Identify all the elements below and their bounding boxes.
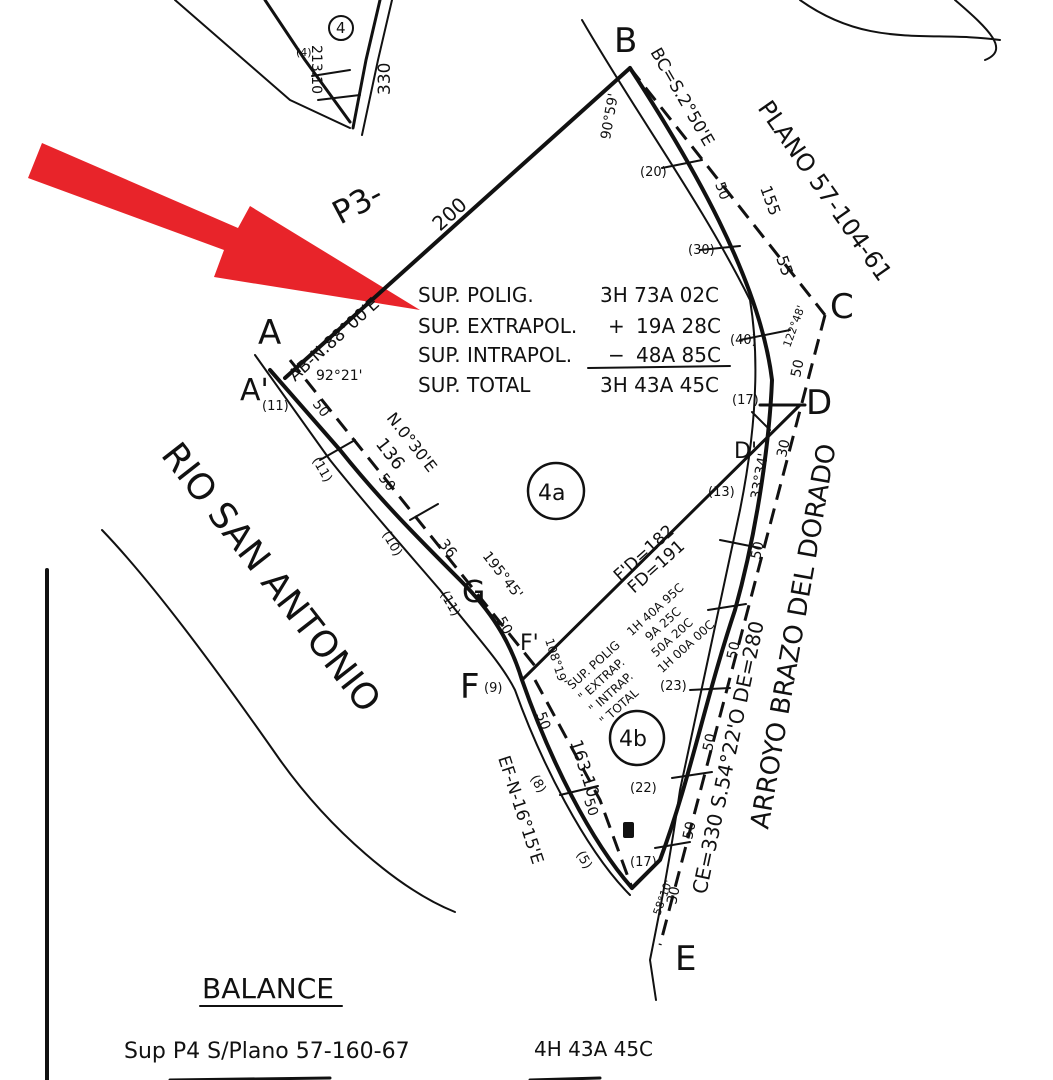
sup-polig-value: 3H 73A 02C [600,283,719,307]
dim-50-c: 50 [493,614,516,637]
summary-4b: SUP. POLIG 1H 40A 95C " EXTRAP. 9A 25C "… [565,581,718,728]
lot-4-strip [174,0,393,136]
dim-50-k: 50 [680,820,699,841]
lot-4-circle [328,15,354,41]
angle-9059: 90°59' [598,92,622,141]
dim-50-d: 50 [532,710,553,732]
sup-extrapol-label: SUP. EXTRAPOL. [418,314,577,338]
point-f: F [460,667,480,707]
parcel-17: (17) [732,393,759,408]
river-label: RIO SAN ANTONIO [153,435,388,720]
line-bank-right-2 [581,19,757,1001]
point-a-prime: A' [240,373,269,408]
lot-4a-label: 4a [538,481,565,506]
parcel-23: (23) [660,679,687,694]
sup-intrapol-value: 48A 85C [636,343,721,367]
summary-4a: SUP. POLIG. 3H 73A 02C SUP. EXTRAPOL. + … [418,283,731,397]
bearing-ef: EF-N-16°15'E [493,753,547,866]
point-a: A [258,313,281,353]
point-f-prime: F' [520,631,539,656]
p3-label: P3- [326,174,389,232]
sup-extrapol-value: 19A 28C [636,314,721,338]
angle-1224: 122°48' [781,304,808,349]
parcel-40: (40) [730,333,757,348]
sup-intrapol-label: SUP. INTRAPOL. [418,343,572,367]
point-e: E [675,939,696,979]
parcel-13: (13) [708,485,735,500]
line-b-c-dashed [628,67,827,316]
river-bank-upper [101,529,456,913]
angle-9221: 92°21' [316,368,362,384]
dim-213: 213.10 [308,45,324,94]
parcel-20: (20) [640,165,667,180]
line-fe-dashed [533,679,634,889]
point-g: G [462,575,485,610]
map-edge-right [954,0,998,61]
dim-50-b: 50 [375,471,399,495]
parcel-30: (30) [688,243,715,258]
dim-50-j: 50 [700,732,719,753]
parcel-5: (5) [573,849,595,872]
dim-330-top: 330 [375,63,395,95]
angle-19545: 195°45' [479,549,526,602]
parcel-11b: (11) [309,455,335,486]
dim-30: 30 [774,438,793,459]
line-bank-left-2 [254,354,631,896]
dim-50-e: 50 [580,796,601,818]
lot-4b-circle [608,709,666,767]
dim-30-b: 30 [664,885,683,906]
balance-title: BALANCE [202,972,334,1005]
line-ab [283,66,632,380]
parcel-9: (9) [484,681,502,696]
point-b: B [614,21,637,61]
sum-line [587,365,731,369]
dim-50-h: 50 [748,540,767,561]
point-c: C [830,287,854,327]
river-bank-upper-2 [799,0,1001,41]
line-bank-left [268,368,634,890]
dim-200: 200 [427,192,471,235]
parcel-17b: (17) [630,855,657,870]
sup-total-value: 3H 43A 45C [600,373,719,397]
line-c-e-dashed [658,314,827,946]
lot-4-label: 4 [336,19,346,37]
lot-4b-label: 4b [619,727,647,752]
red-arrow-icon [28,143,420,310]
marker-square [623,822,634,838]
parcel-22: (22) [630,781,657,796]
balance-row-value: 4H 43A 45C [534,1037,653,1061]
parcel-8: (8) [527,773,549,796]
dim-50-g: 50 [788,358,807,379]
sup-total-label: SUP. TOTAL [418,373,531,397]
point-d: D [806,383,832,423]
parcel-4: (4) [296,46,312,59]
dim-155: 155 [756,183,784,218]
sup-extrapol-sign: + [608,314,625,338]
dim-50-f: 50 [711,180,732,202]
line-ad-dashed [288,359,537,667]
tick-marks [319,159,791,849]
angle-3334: 33°34' [748,452,772,501]
lot-4a-circle [526,461,586,521]
sup-intrapol-sign: − [608,343,625,367]
point-d-prime: D' [734,439,757,464]
angle-10819: 108°19' [542,637,570,686]
line-fd [520,403,802,682]
balance-row-label: Sup P4 S/Plano 57-160-67 [124,1039,410,1064]
sup-polig-label: SUP. POLIG. [418,283,534,307]
parcel-11: (11) [262,399,289,414]
parcel-10: (10) [379,529,405,560]
line-bank-right [628,66,774,890]
dim-50-i: 50 [724,640,743,661]
